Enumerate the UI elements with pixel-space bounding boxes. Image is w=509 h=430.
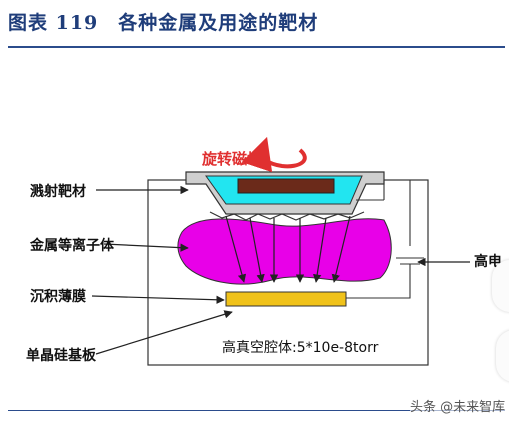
silicon-substrate-bar: [225, 291, 347, 307]
metal-plasma: [177, 218, 392, 285]
header-title: 图表 119 各种金属及用途的靶材: [8, 12, 319, 34]
label-metal-plasma: 金属等离子体: [29, 237, 115, 254]
side-control-circle[interactable]: [496, 330, 509, 382]
target-erosion-edge: [209, 211, 365, 221]
label-silicon-substrate: 单晶硅基板: [26, 347, 97, 364]
side-control-circle[interactable]: [492, 260, 509, 312]
label-sputter-target: 溅射靶材: [30, 183, 86, 200]
magnet-core: [237, 178, 335, 194]
deposition-arrows: [225, 215, 351, 283]
footer-rule: [8, 410, 505, 411]
callout-deposited-film: [91, 295, 225, 304]
watermark: 头条 @未来智库: [410, 396, 506, 415]
rotating-field-label: 旋转磁场: [201, 150, 262, 168]
label-deposited-film: 沉积薄膜: [30, 288, 86, 305]
label-vacuum-chamber: 高真空腔体:5*10e-8torr: [222, 339, 379, 356]
callout-metal-plasma: [103, 243, 189, 252]
rotation-arrow-icon: [241, 136, 307, 173]
callout-substrate: [95, 310, 233, 355]
header-rule: [8, 46, 505, 48]
